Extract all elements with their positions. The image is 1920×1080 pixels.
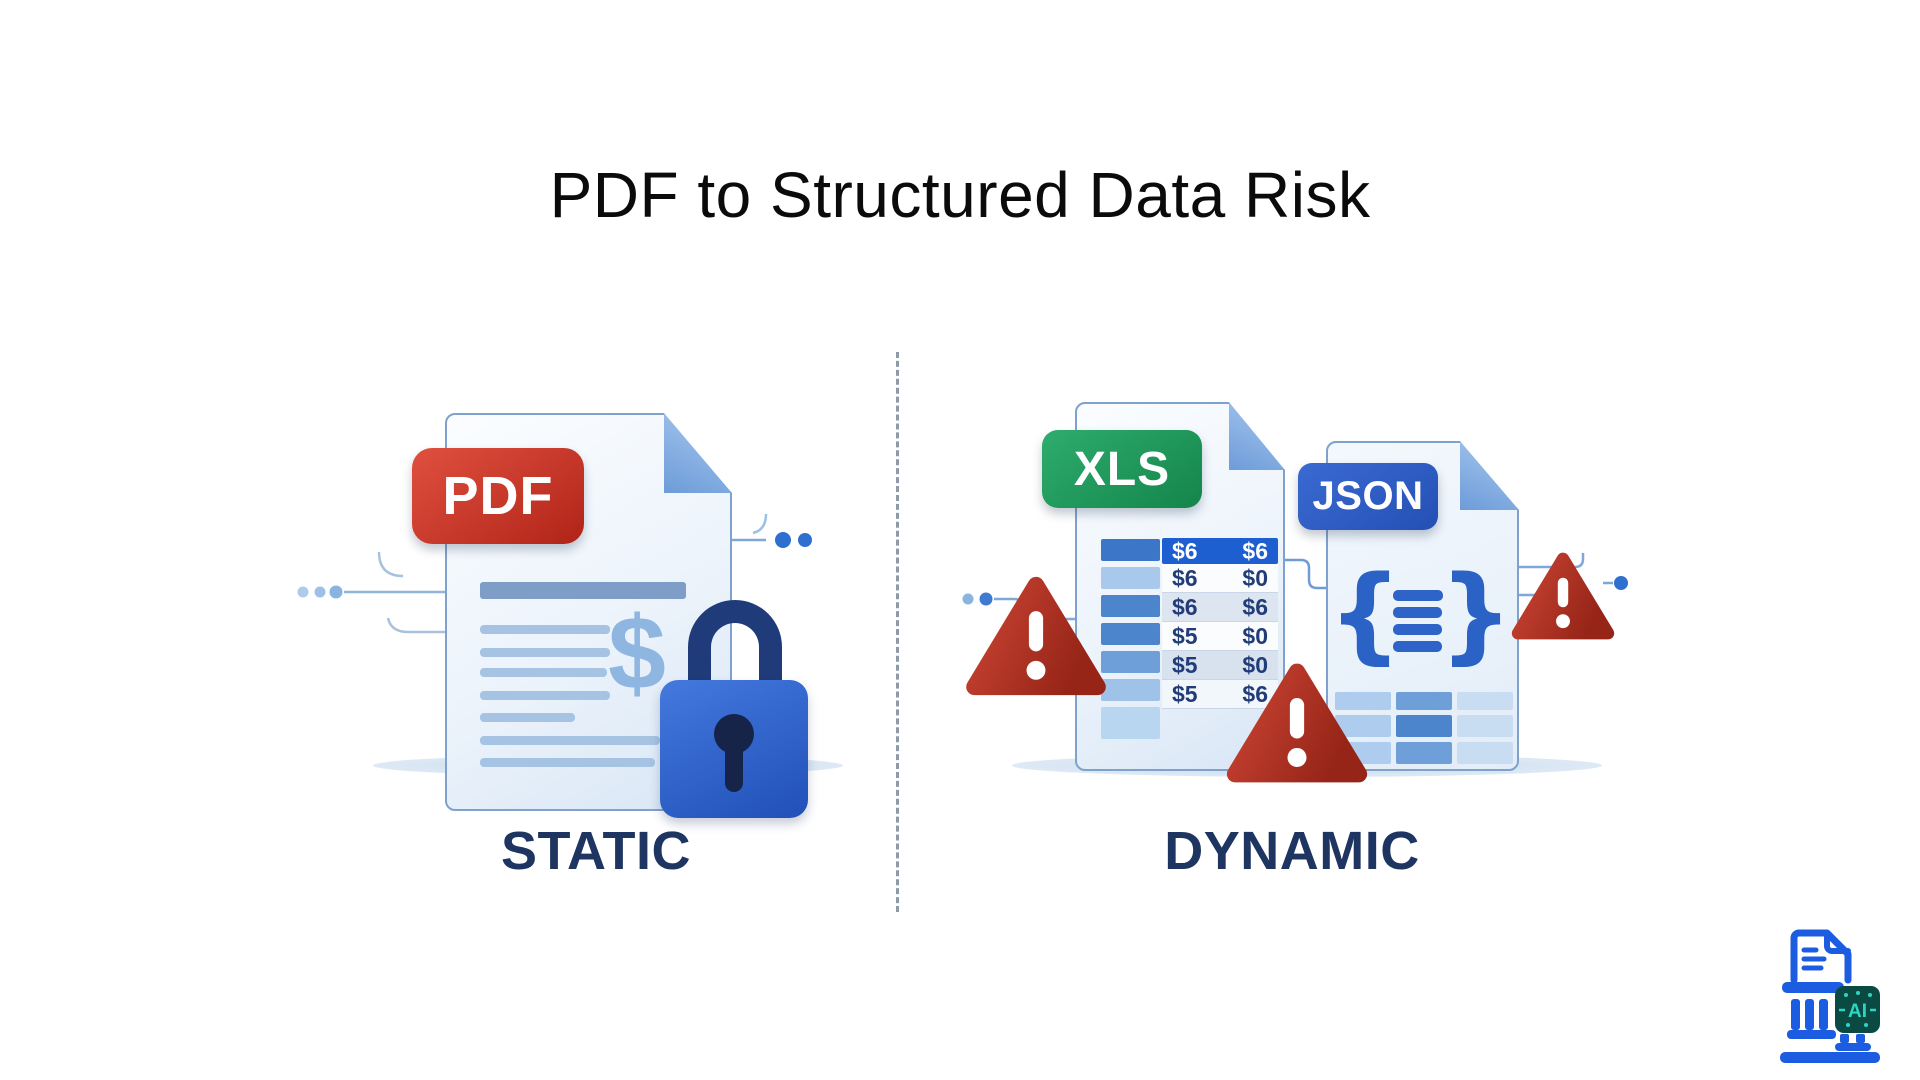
ai-chip-label: AI [1848,1001,1867,1022]
json-badge-label: JSON [1312,474,1424,518]
pdf-badge: PDF [412,448,584,544]
xls-value: $6 [1242,537,1268,564]
json-cell [1335,715,1391,737]
json-cell [1457,742,1513,764]
xls-badge-label: XLS [1073,442,1171,496]
xls-value: $6 [1172,564,1198,591]
dollar-sign: $ [608,596,666,712]
xls-table-row: $5 $0 [1162,622,1278,651]
padlock-keystem [725,746,743,792]
json-code-line [1393,641,1442,652]
xls-row-header-column [1101,539,1160,745]
json-cell [1396,692,1452,710]
pdf-doc-text-line [480,625,610,634]
xls-value: $0 [1242,564,1268,591]
brand-logo: AI [1780,929,1880,1063]
connector-line [1281,558,1331,590]
pdf-doc-text-line [480,648,610,657]
xls-table-row: $6 $6 [1162,538,1278,564]
xls-cell [1101,623,1160,645]
warning-triangle-icon [1226,663,1368,783]
dynamic-label: DYNAMIC [1164,821,1420,881]
pdf-badge-label: PDF [442,466,554,526]
json-cell [1396,715,1452,737]
json-cell [1457,692,1513,710]
xls-value: $6 [1242,680,1268,707]
pdf-doc-text-line [480,758,655,767]
xls-value-table: $6 $6 $6 $0 $6 $6 $5 $0 $5 $0 $5 $6 [1162,538,1278,709]
pdf-doc-text-line [480,668,607,677]
json-cell [1396,742,1452,764]
xls-table-row: $6 $0 [1162,564,1278,593]
pdf-doc-text-line [480,713,575,722]
json-badge: JSON [1298,463,1438,530]
xls-value: $6 [1242,593,1268,620]
circuit-dots-right-icon [722,513,812,548]
xls-value: $6 [1172,593,1198,620]
circuit-dots-left-icon [297,551,451,634]
xls-value: $0 [1242,622,1268,649]
xls-cell [1101,539,1160,561]
xls-badge: XLS [1042,430,1202,508]
xls-table-row: $5 $6 [1162,680,1278,709]
xls-folded-corner-icon [1229,402,1285,470]
pdf-doc-text-line [480,691,610,700]
padlock-icon [660,600,810,820]
json-folded-corner-icon [1460,441,1519,510]
warning-triangle-icon [1511,552,1615,640]
json-code-line [1393,590,1443,601]
divider-dashed-line [896,352,899,912]
xls-table-row: $5 $0 [1162,651,1278,680]
xls-value: $6 [1172,537,1198,564]
xls-value: $5 [1172,651,1198,678]
json-cell [1457,715,1513,737]
json-code-line [1393,624,1442,635]
xls-value: $0 [1242,651,1268,678]
logo-document-icon [1790,929,1852,984]
open-brace: { [1327,553,1403,675]
xls-table-row: $6 $6 [1162,593,1278,622]
xls-cell [1101,707,1160,739]
xls-cell [1101,651,1160,673]
close-brace: } [1438,553,1514,675]
xls-cell [1101,679,1160,701]
logo-column-icon [1780,982,1880,1063]
pdf-folded-corner-icon [664,413,732,493]
static-label: STATIC [501,821,691,881]
page-title: PDF to Structured Data Risk [549,159,1371,231]
json-code-line [1393,607,1442,618]
pdf-doc-title-bar [480,582,686,599]
xls-cell [1101,567,1160,589]
xls-cell [1101,595,1160,617]
xls-value: $5 [1172,680,1198,707]
xls-value: $5 [1172,622,1198,649]
pdf-doc-text-line [480,736,660,745]
json-cell [1335,692,1391,710]
warning-triangle-icon [966,576,1106,696]
ai-chip-icon: AI [1835,986,1880,1033]
